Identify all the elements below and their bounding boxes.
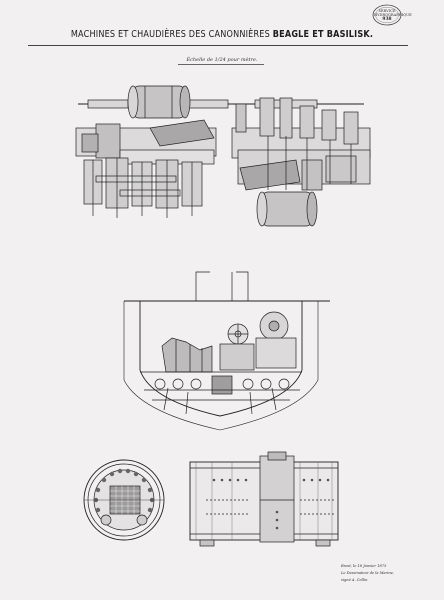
stamp-text: SERVICE HYDROGRAPHIQUE xyxy=(374,9,412,18)
boiler-end-view xyxy=(83,459,165,541)
hull-section-view xyxy=(123,271,330,431)
scale-note: Échelle de 1/24 pour mètre. xyxy=(186,57,258,63)
title-underline xyxy=(28,45,408,46)
signature-line-3: signé A. Collin. xyxy=(341,578,369,583)
title-normal: MACHINES ET CHAUDIÈRES DES CANONNIÈRES xyxy=(70,29,270,40)
library-stamp-icon xyxy=(372,4,402,26)
boiler-side-view xyxy=(189,451,339,547)
signature-line-1: Brest, le 18 Janvier 1875 xyxy=(341,564,387,568)
scale-underline xyxy=(178,64,264,65)
signature-line-2: Le Dessinateur de la Marine, xyxy=(341,571,394,576)
engine-plan-view xyxy=(75,85,371,227)
title-bold: BEAGLE ET BASILISK. xyxy=(272,29,374,40)
drawing-title: MACHINES ET CHAUDIÈRES DES CANONNIÈRES B… xyxy=(45,29,398,40)
signature-block: Brest, le 18 Janvier 1875 Le Dessinateur… xyxy=(341,563,431,585)
stamp-number: 938 xyxy=(382,17,392,22)
